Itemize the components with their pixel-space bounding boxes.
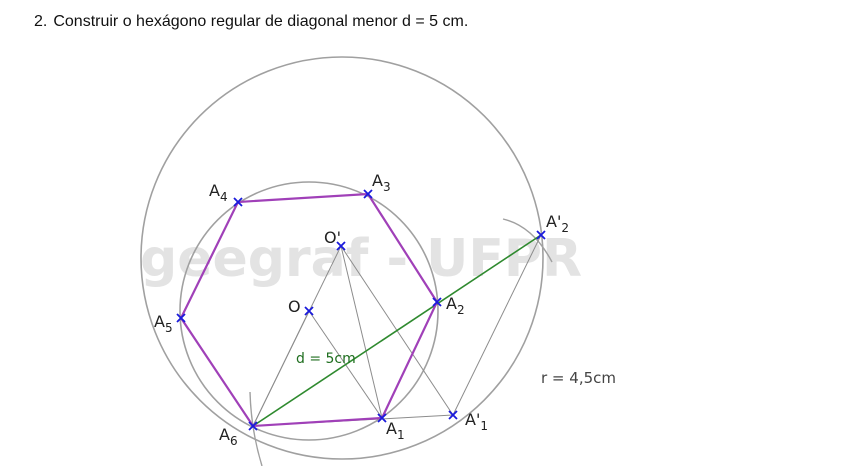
point-A1-prime-marker	[448, 410, 458, 420]
label-A6: A6	[219, 425, 238, 448]
point-A1-marker	[377, 413, 387, 423]
watermark: geegraf - UFPR	[140, 229, 582, 289]
construction-line-Op-A1	[340, 245, 383, 419]
problem-text: Construir o hexágono regular de diagonal…	[53, 13, 469, 30]
construction-line-O-A6	[252, 310, 310, 427]
point-O-marker	[304, 306, 314, 316]
point-A3-marker	[363, 189, 373, 199]
point-A6-marker	[248, 421, 258, 431]
point-O-prime-marker	[336, 241, 346, 251]
diagonal-line	[252, 234, 542, 427]
label-O-prime: O'	[324, 228, 341, 247]
label-A1-prime: A'1	[465, 410, 488, 433]
point-A2-prime-marker	[536, 230, 546, 240]
label-A3: A3	[372, 171, 391, 194]
construction-line-A1p-A2p	[452, 234, 542, 416]
arc-near-A6	[249, 391, 263, 466]
large-circle	[140, 56, 544, 460]
label-A1: A1	[386, 419, 405, 442]
label-O: O	[288, 297, 301, 316]
label-A2-prime: A'2	[546, 212, 569, 235]
point-A2-marker	[432, 297, 442, 307]
hexagon-circumcircle	[179, 181, 439, 441]
arc-near-A2-prime	[502, 218, 553, 263]
problem-number: 2.	[34, 13, 48, 30]
point-A4-marker	[233, 197, 243, 207]
label-A2: A2	[446, 294, 465, 317]
diagonal-length-label: d = 5cm	[296, 351, 356, 367]
problem-statement: 2. Construir o hexágono regular de diagon…	[34, 13, 468, 31]
label-A4: A4	[209, 181, 228, 204]
label-A5: A5	[154, 312, 173, 335]
point-A5-marker	[176, 313, 186, 323]
radius-label: r = 4,5cm	[541, 369, 616, 387]
